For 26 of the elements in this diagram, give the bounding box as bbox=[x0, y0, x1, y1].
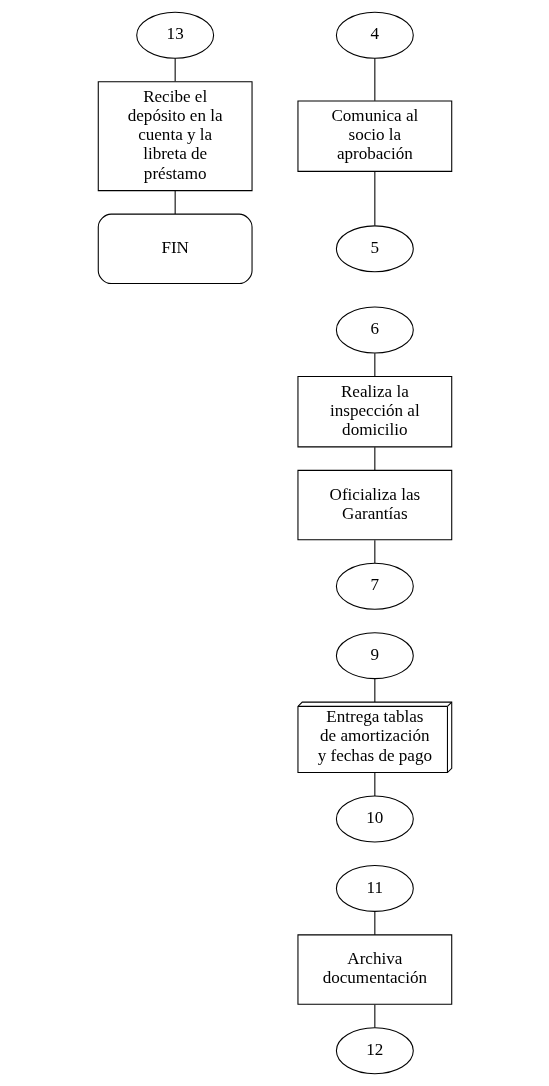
connector bbox=[373, 539, 375, 564]
connector bbox=[373, 446, 375, 471]
connector bbox=[373, 171, 375, 227]
node-ellipse: 6 bbox=[335, 306, 414, 354]
node-box: Comunica al socio la aprobación bbox=[296, 100, 452, 172]
node-ellipse: 9 bbox=[335, 632, 414, 680]
connector bbox=[373, 911, 375, 936]
node-box: FIN bbox=[97, 213, 253, 285]
connector bbox=[373, 772, 375, 797]
connector bbox=[373, 678, 375, 703]
node-ellipse: 13 bbox=[135, 11, 214, 59]
node-ellipse: 7 bbox=[335, 562, 414, 610]
node-ellipse: 4 bbox=[335, 11, 414, 59]
connector bbox=[373, 57, 375, 102]
node-box: Oficializa las Garantías bbox=[296, 469, 452, 541]
node-ellipse: 10 bbox=[335, 795, 414, 843]
connector bbox=[174, 190, 176, 215]
node-box: Recibe el depósito en la cuenta y la libreta de préstamo bbox=[97, 81, 253, 192]
node-ellipse: 11 bbox=[335, 864, 414, 912]
node-box: Archiva documentación bbox=[296, 934, 452, 1005]
connector bbox=[174, 57, 176, 82]
node-ellipse: 5 bbox=[335, 225, 414, 273]
connector bbox=[373, 1004, 375, 1028]
connector bbox=[373, 352, 375, 377]
node-ellipse: 12 bbox=[335, 1027, 414, 1075]
node-box: Realiza la inspección al domicilio bbox=[296, 375, 452, 448]
